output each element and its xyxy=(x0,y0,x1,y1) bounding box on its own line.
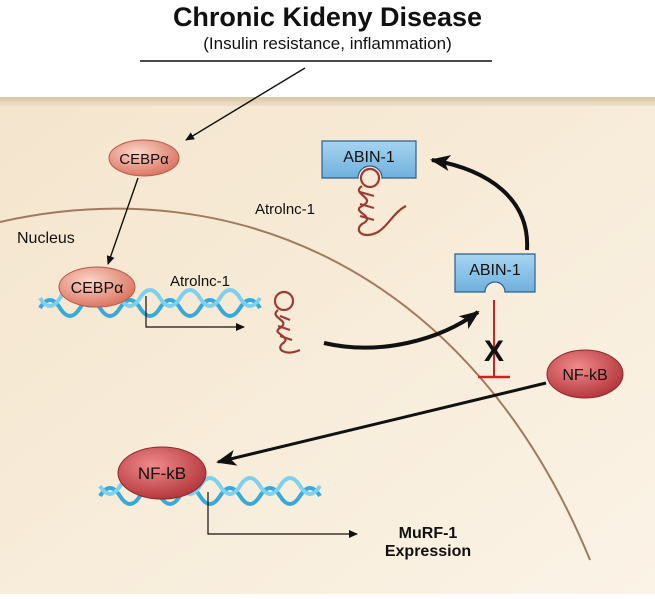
cebpa-dna-node: CEBPα xyxy=(58,266,136,308)
atrolnc-cytoplasm-label: Atrolnc-1 xyxy=(255,201,315,218)
diagram-title: Chronic Kideny Disease xyxy=(172,2,483,32)
murf-label-line1: MuRF-1 xyxy=(399,525,458,542)
cebpa-cytoplasm-node: CEBPα xyxy=(108,139,180,177)
nucleus-label: Nucleus xyxy=(17,230,75,247)
atrolnc-transcription-arrow xyxy=(145,296,245,331)
abin1-free-node: ABIN-1 xyxy=(454,253,536,293)
cebpa-cytoplasm-label: CEBPα xyxy=(119,151,169,168)
inhibition-x-mark: X xyxy=(484,335,504,368)
cebpa-translocation-arrow xyxy=(106,177,139,265)
abin1-bound-label: ABIN-1 xyxy=(343,149,395,166)
atrolnc-rna-nucleus xyxy=(273,290,301,354)
nfkb-cytoplasm-label: NF-kB xyxy=(562,367,607,384)
nfkb-dna-label: NF-kB xyxy=(138,464,186,483)
abin-binding-arrow xyxy=(430,155,530,251)
murf-transcription-arrow xyxy=(207,492,358,538)
rna-to-abin-arrow xyxy=(323,310,480,350)
atrolnc-rna-bound xyxy=(357,167,407,237)
inhibition-line xyxy=(478,300,510,379)
abin1-bound-node: ABIN-1 xyxy=(321,140,417,179)
cell-membrane-band xyxy=(0,97,655,107)
nfkb-cytoplasm-node: NF-kB xyxy=(546,349,624,399)
murf-label-line2: Expression xyxy=(385,543,471,560)
cytoplasm-area xyxy=(0,106,655,594)
diagram-subtitle: (Insulin resistance, inflammation) xyxy=(203,34,452,53)
nfkb-translocation-arrow xyxy=(216,381,547,466)
disease-to-cebpa-arrow xyxy=(185,67,306,141)
nfkb-dna-node: NF-kB xyxy=(117,446,207,500)
atrolnc-gene-label: Atrolnc-1 xyxy=(170,273,230,290)
abin1-free-label: ABIN-1 xyxy=(469,262,521,279)
nuclear-envelope xyxy=(0,207,591,561)
cebpa-dna-label: CEBPα xyxy=(71,280,124,297)
